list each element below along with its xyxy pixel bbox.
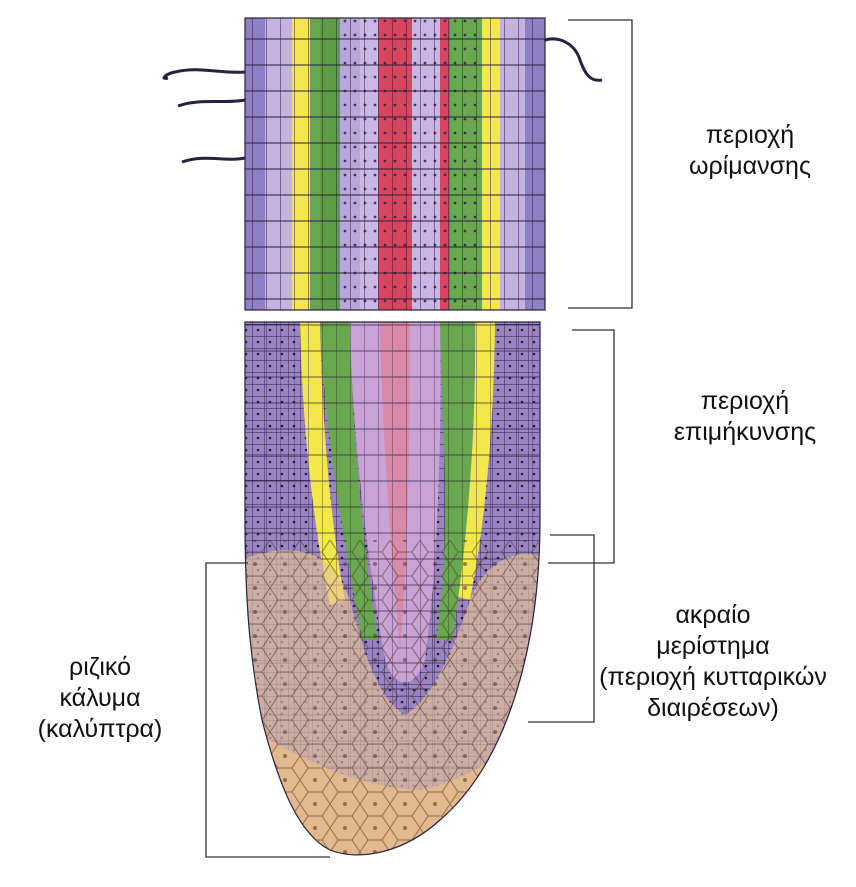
bracket-root-cap: [205, 562, 330, 858]
brackets: [205, 19, 633, 858]
label-line: κάλυμα: [59, 684, 141, 712]
maturation-zone: [162, 17, 603, 311]
label-line: (καλύπτρα): [37, 715, 163, 743]
root-hair: [544, 37, 603, 82]
label-line: ωρίμανσης: [688, 152, 812, 180]
bracket-maturation: [568, 19, 633, 309]
cell-nuclei: [340, 18, 480, 310]
bracket-meristem: [528, 534, 595, 723]
label-line: (περιοχή κυτταρικών: [599, 663, 827, 691]
root-hair: [162, 68, 246, 80]
label-line: ριζικό: [69, 653, 131, 681]
label-line: μερίστημα: [656, 632, 770, 660]
label-apical-meristem: ακραίο μερίστημα (περιοχή κυτταρικών δια…: [572, 600, 854, 724]
root-hair: [177, 98, 246, 108]
label-maturation-zone: περιοχή ωρίμανσης: [660, 120, 840, 182]
label-line: περιοχή: [700, 387, 790, 415]
label-elongation-zone: περιοχή επιμήκυνσης: [640, 386, 850, 448]
label-line: ακραίο: [675, 601, 751, 629]
label-line: περιοχή: [705, 121, 795, 149]
label-root-cap: ριζικό κάλυμα (καλύπτρα): [10, 652, 190, 745]
label-line: διαιρέσεων): [647, 694, 779, 722]
root-hair: [181, 156, 246, 164]
bracket-elongation: [548, 329, 615, 564]
label-line: επιμήκυνσης: [673, 418, 817, 446]
